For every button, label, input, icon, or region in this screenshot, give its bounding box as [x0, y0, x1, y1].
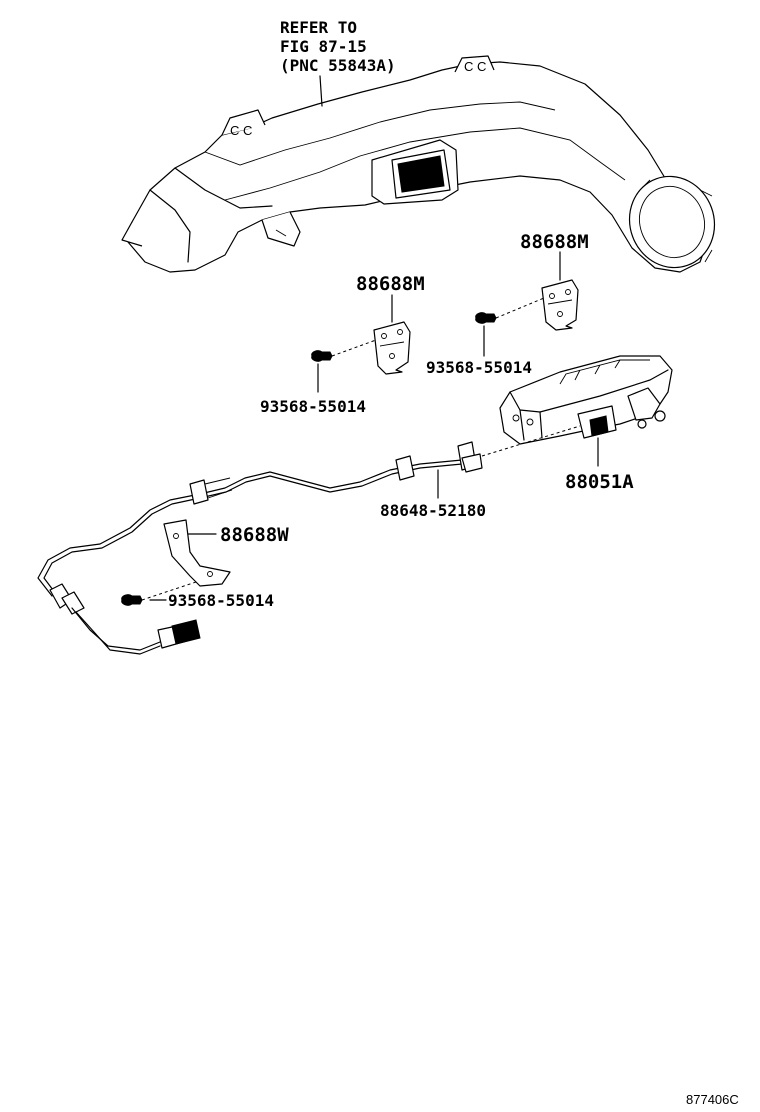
screw-upper-left: 93568-55014	[260, 339, 377, 416]
duct-ref-line2: FIG 87-15	[280, 37, 367, 56]
figure-id: 877406C	[686, 1092, 739, 1107]
label-88688m-left: 88688M	[356, 273, 425, 295]
duct-reference-callout: REFER TO FIG 87-15 (PNC 55843A)	[280, 18, 396, 107]
label-88648-52180: 88648-52180	[380, 501, 486, 520]
bracket-lower: 88688W	[163, 519, 289, 587]
sensor-unit: 88051A	[499, 355, 673, 493]
bracket-upper-right: 88688M	[520, 231, 589, 331]
label-93568-55014-left: 93568-55014	[260, 397, 366, 416]
label-93568-55014-right: 93568-55014	[426, 358, 532, 377]
leader-line	[319, 75, 323, 107]
label-88051a: 88051A	[565, 471, 634, 493]
label-88688m-right: 88688M	[520, 231, 589, 253]
air-duct: C C C C	[121, 55, 716, 273]
screw-lower: 93568-55014	[121, 581, 274, 610]
screw-upper-right: 93568-55014	[426, 297, 545, 377]
duct-ref-line3: (PNC 55843A)	[280, 56, 396, 75]
svg-text:C C: C C	[230, 123, 252, 138]
label-93568-55014-lower: 93568-55014	[168, 591, 274, 610]
bracket-upper-left: 88688M	[356, 273, 425, 375]
duct-ref-line1: REFER TO	[280, 18, 357, 37]
svg-text:C C: C C	[464, 59, 486, 74]
wire-harness: 88648-52180	[37, 425, 581, 655]
label-88688w: 88688W	[220, 524, 289, 546]
